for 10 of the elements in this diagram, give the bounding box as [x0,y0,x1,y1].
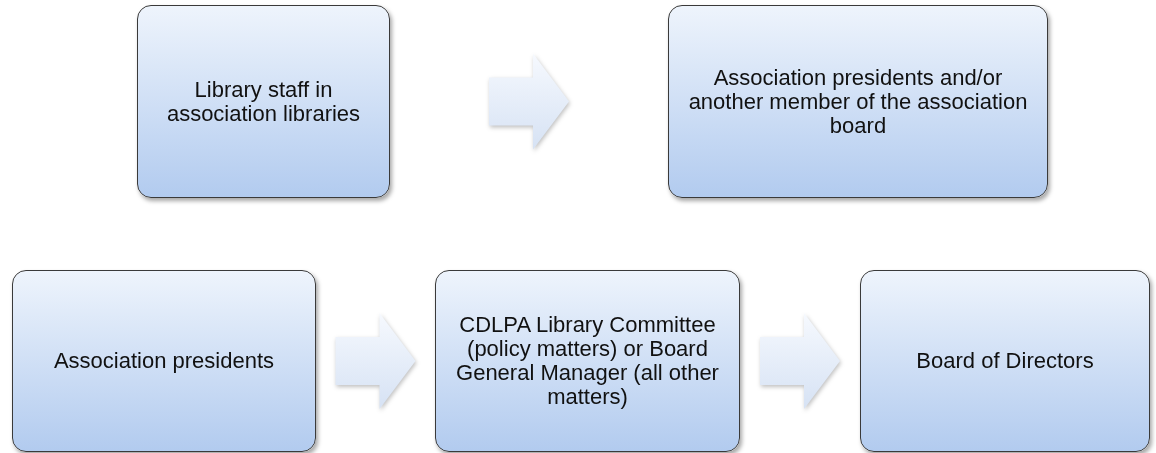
box-text: CDLPA Library Committee (policy matters) or Board General Manager (all other matters) [455,313,720,409]
box-text: Association presidents [53,349,275,373]
box-text: Association presidents and/or another member of the association board [687,65,1029,138]
box-text: Library staff in association libraries [165,77,362,126]
process-box [137,5,390,198]
process-box [668,5,1048,198]
process-box [435,270,740,452]
process-box [12,270,316,452]
box-text: Board of Directors [916,349,1094,373]
process-box [860,270,1150,452]
